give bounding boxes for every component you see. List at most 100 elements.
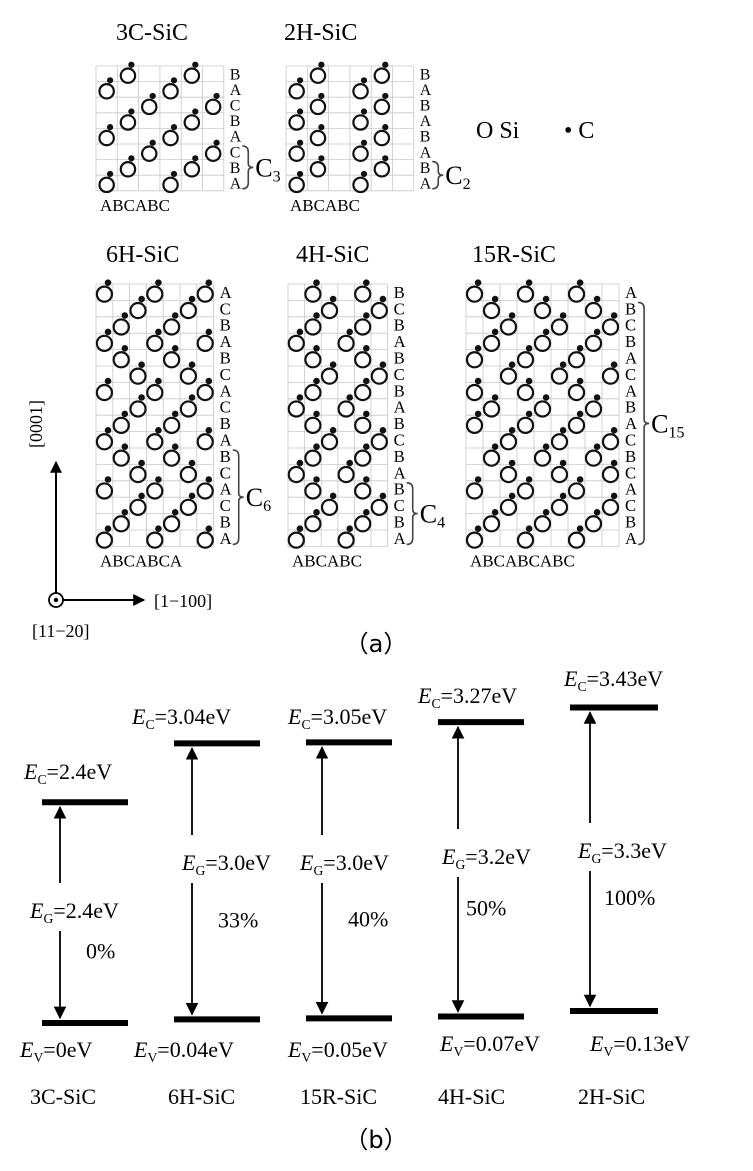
si-atom bbox=[482, 400, 501, 418]
stacking-letter: A bbox=[625, 381, 637, 400]
c-atom bbox=[346, 525, 353, 532]
si-atom bbox=[196, 383, 214, 402]
stacking-letter: A bbox=[625, 283, 637, 302]
lattice-grid bbox=[285, 65, 415, 192]
panel-a-crystal-structures: 3C-SiCBACBACBAABCABCC32H-SiCBABABABAABCA… bbox=[95, 20, 684, 570]
si-atom bbox=[482, 334, 501, 353]
si-atom bbox=[146, 531, 164, 549]
stacking-letter: B bbox=[220, 349, 231, 368]
ev-label: EV=0eV bbox=[19, 1037, 92, 1065]
c-atom bbox=[508, 312, 516, 319]
stacking-letter: A bbox=[220, 283, 232, 302]
si-atom bbox=[98, 176, 115, 194]
si-atom bbox=[183, 160, 201, 178]
stacking-letter: C bbox=[625, 496, 636, 515]
stacking-letter: B bbox=[220, 414, 231, 433]
c-atom bbox=[170, 77, 178, 84]
stacking-letter: A bbox=[394, 529, 406, 548]
hexagonality-label: 0% bbox=[86, 939, 115, 964]
si-atom bbox=[352, 145, 369, 162]
si-atom bbox=[287, 334, 305, 353]
c-atom bbox=[360, 77, 368, 84]
stacking-letter: C bbox=[220, 463, 231, 482]
c-atom bbox=[171, 410, 179, 418]
si-atom bbox=[119, 160, 137, 178]
legend-c: • C bbox=[564, 118, 594, 144]
c-atom bbox=[188, 492, 196, 500]
stacking-letter: C bbox=[220, 496, 231, 515]
stacking-letter: B bbox=[394, 447, 405, 466]
stacking-letter: C bbox=[230, 97, 241, 114]
stacking-letter: A bbox=[420, 82, 432, 99]
c-atom bbox=[508, 361, 516, 368]
polytype-name: 3C-SiC bbox=[30, 1084, 96, 1109]
period-bracket bbox=[232, 449, 244, 546]
stacking-letter: C bbox=[625, 463, 636, 482]
c-atom bbox=[104, 427, 112, 434]
ev-label: EV=0.05eV bbox=[287, 1037, 388, 1065]
hexagonality-label: 100% bbox=[604, 885, 655, 910]
legend-si: O Si bbox=[476, 118, 520, 144]
si-atom bbox=[288, 176, 305, 194]
caption-a: （a） bbox=[345, 630, 408, 658]
c-atom bbox=[525, 345, 533, 352]
stacking-letter: B bbox=[220, 447, 231, 466]
period-label: C6 bbox=[246, 483, 271, 515]
orientation-axes: [0001] [1−100] [11−20] bbox=[26, 400, 212, 641]
c-atom bbox=[104, 279, 112, 286]
si-atom bbox=[516, 285, 535, 303]
c-atom bbox=[104, 328, 112, 336]
c-atom bbox=[106, 77, 114, 84]
stacking-letter: A bbox=[220, 332, 232, 351]
si-atom bbox=[352, 82, 369, 100]
ev-label: EV=0.04eV bbox=[133, 1037, 234, 1065]
polytype-name: 4H-SiC bbox=[438, 1084, 505, 1109]
si-atom bbox=[304, 318, 322, 336]
si-atom bbox=[373, 160, 391, 178]
si-atom bbox=[196, 433, 214, 451]
c-atom bbox=[296, 170, 304, 178]
c-atom bbox=[360, 139, 368, 146]
c-atom bbox=[313, 410, 320, 418]
si-atom bbox=[337, 334, 355, 353]
si-atom bbox=[119, 67, 137, 84]
c-atom bbox=[313, 476, 320, 483]
stacking-letter: A bbox=[230, 175, 242, 192]
ec-label: EC=3.04eV bbox=[131, 704, 231, 732]
period-bracket bbox=[432, 160, 444, 190]
c-atom bbox=[542, 295, 550, 303]
si-atom bbox=[179, 367, 198, 385]
si-atom bbox=[287, 531, 305, 549]
polytype-title: 15R-SiC bbox=[472, 242, 556, 268]
si-atom bbox=[162, 318, 181, 336]
si-atom bbox=[550, 498, 569, 517]
c-atom bbox=[346, 459, 353, 467]
stacking-letter: A bbox=[220, 480, 232, 499]
si-atom bbox=[499, 498, 518, 517]
c-atom bbox=[213, 139, 220, 146]
si-atom bbox=[584, 334, 603, 353]
stacking-letter: A bbox=[420, 113, 432, 130]
c-atom bbox=[382, 61, 389, 68]
stacking-letter: C bbox=[625, 316, 636, 335]
si-atom bbox=[146, 482, 164, 500]
si-atom bbox=[320, 433, 339, 451]
c-atom bbox=[138, 295, 145, 303]
stacking-letter: B bbox=[625, 398, 636, 417]
si-atom bbox=[196, 334, 214, 353]
si-atom bbox=[204, 98, 222, 116]
c-atom bbox=[559, 361, 567, 368]
c-atom bbox=[363, 312, 370, 319]
c-atom bbox=[121, 443, 129, 450]
stacking-letter: C bbox=[220, 299, 231, 318]
si-atom bbox=[499, 465, 518, 484]
c-atom bbox=[593, 328, 601, 336]
si-atom bbox=[370, 433, 388, 451]
c-atom bbox=[313, 279, 320, 286]
stacking-letter: A bbox=[394, 463, 406, 482]
si-atom bbox=[288, 145, 305, 162]
si-atom bbox=[304, 383, 322, 402]
